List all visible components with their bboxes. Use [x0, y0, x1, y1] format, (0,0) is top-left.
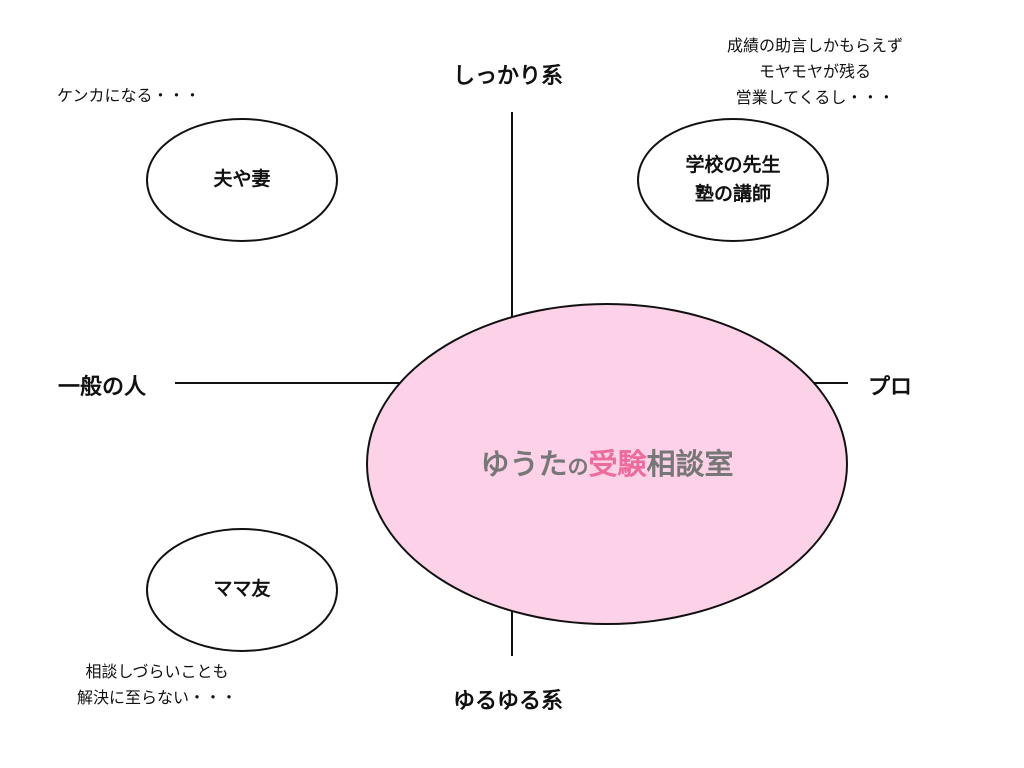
node-mom-friends: ママ友 [146, 528, 338, 652]
axis-label-top: しっかり系 [453, 64, 564, 89]
horizontal-axis-right [814, 382, 848, 384]
horizontal-axis-left [175, 382, 401, 384]
center-title-part-3: 受験 [588, 446, 647, 481]
note-mom-friends: 相談しづらいことも 解決に至らない・・・ [57, 659, 257, 711]
center-title-part-2: の [567, 454, 589, 479]
note-teacher: 成績の助言しかもらえず モヤモヤが残る 営業してくるし・・・ [700, 33, 930, 111]
note-teacher-line-2: モヤモヤが残る [758, 62, 871, 81]
node-teacher: 学校の先生 塾の講師 [637, 118, 829, 242]
center-title: ゆうたの受験相談室 [480, 442, 733, 487]
note-mom-friends-line-2: 解決に至らない・・・ [76, 688, 237, 707]
node-teacher-line-2: 塾の講師 [694, 183, 771, 205]
axis-label-left: 一般の人 [58, 375, 147, 400]
node-couple: 夫や妻 [146, 118, 338, 242]
note-mom-friends-line-1: 相談しづらいことも [85, 662, 229, 681]
center-title-part-1: ゆうた [480, 446, 568, 481]
axis-label-right: プロ [868, 375, 913, 400]
note-teacher-line-1: 成績の助言しかもらえず [726, 36, 903, 55]
axis-label-bottom: ゆるゆる系 [453, 689, 564, 714]
node-teacher-text: 学校の先生 塾の講師 [685, 151, 780, 210]
vertical-axis-top [511, 112, 513, 318]
node-mom-friends-label: ママ友 [213, 578, 271, 601]
vertical-axis-bottom [511, 610, 513, 656]
node-couple-label: 夫や妻 [213, 168, 271, 191]
center-title-part-4: 相談室 [646, 446, 734, 481]
node-teacher-line-1: 学校の先生 [685, 153, 781, 176]
note-teacher-line-3: 営業してくるし・・・ [735, 88, 895, 107]
note-couple: ケンカになる・・・ [57, 86, 201, 105]
node-center: ゆうたの受験相談室 [366, 303, 848, 625]
